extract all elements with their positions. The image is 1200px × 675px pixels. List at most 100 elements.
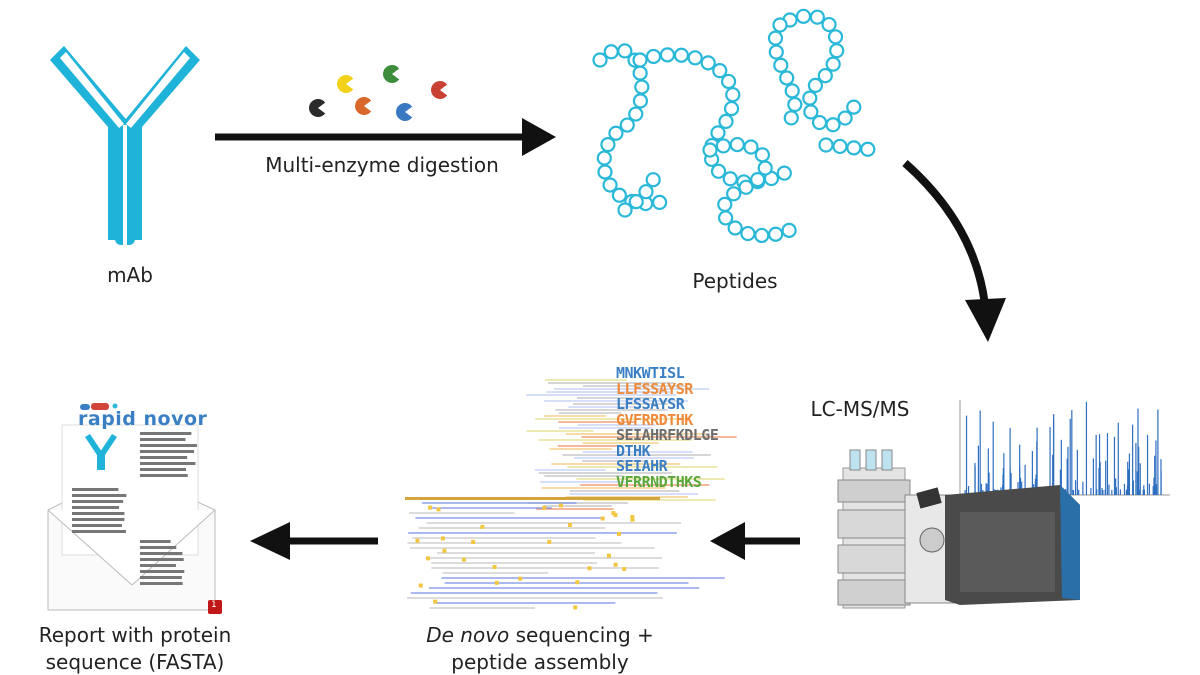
- report-line1: Report with protein: [38, 623, 232, 647]
- enzyme-icon: [383, 65, 400, 83]
- peptide-residue: [720, 73, 737, 90]
- rapid-novor-logo: [80, 403, 118, 410]
- peptide-residue: [628, 194, 644, 210]
- peptide-residue: [829, 43, 845, 59]
- peptide-residue: [837, 110, 853, 126]
- peptide-residue: [825, 56, 841, 72]
- arrow-to-report: [250, 522, 378, 560]
- arrow-to-lcms: [902, 160, 1006, 342]
- peptide-residue: [803, 104, 819, 120]
- peptide-residue: [632, 93, 649, 109]
- peptide-chains: [592, 8, 876, 244]
- peptide-residue: [645, 48, 662, 65]
- peptide-residue: [757, 160, 773, 176]
- peptide-residue: [827, 29, 844, 45]
- peptide-residue: [795, 8, 812, 24]
- peptide-residue: [617, 43, 633, 59]
- report-envelope-icon: [47, 424, 222, 614]
- peptide-residue: [722, 171, 738, 187]
- peptide-sequence: LLFSSAYSR: [616, 379, 693, 398]
- peptide-residue: [846, 140, 862, 156]
- peptide-residue: [817, 68, 833, 84]
- peptide-residue: [740, 225, 756, 242]
- peptide-residue: [659, 47, 676, 63]
- peptide-sequence: SEIAHRFKDLGE: [616, 426, 719, 444]
- peptide-sequence: LFSSAYSR: [616, 395, 685, 413]
- peptide-residue: [802, 90, 818, 106]
- peptide-residue: [645, 172, 661, 188]
- peptide-residue: [846, 99, 862, 115]
- peptide-sequence: MNKWTISL: [616, 364, 685, 382]
- peptide-residue: [723, 100, 740, 117]
- denovo-line2: peptide assembly: [451, 650, 629, 674]
- arrow-to-denovo: [710, 522, 800, 560]
- peptide-residue: [787, 96, 803, 113]
- label-lcms: LC-MS/MS: [810, 397, 910, 421]
- peptide-residue: [767, 30, 784, 46]
- peptide-residue: [825, 117, 841, 133]
- peptide-sequence: VFRRNDTHKS: [616, 472, 702, 491]
- peptide-sequence: SEIAHR: [616, 457, 668, 475]
- peptide-residue: [651, 194, 668, 211]
- peptide-residue: [738, 179, 754, 195]
- peptide-residue: [603, 44, 619, 60]
- peptide-residue: [729, 136, 745, 153]
- denovo-italic: De novo: [426, 623, 510, 647]
- peptide-residue: [597, 164, 613, 180]
- peptide-residue: [712, 63, 728, 79]
- peptide-residue: [784, 83, 800, 99]
- peptide-residue: [617, 202, 633, 218]
- peptide-residue: [638, 184, 654, 200]
- peptide-residue: [860, 141, 876, 157]
- peptide-sequence: DTHK: [616, 441, 651, 460]
- peptide-residue: [600, 136, 616, 153]
- enzyme-icon: [309, 99, 326, 117]
- label-mab: mAb: [107, 263, 153, 287]
- peptide-residue: [781, 222, 797, 238]
- report-line2: sequence (FASTA): [45, 650, 225, 674]
- peptide-residue: [725, 87, 741, 103]
- peptide-residue: [783, 110, 799, 126]
- peptide-residue: [768, 44, 784, 60]
- peptide-residue: [718, 113, 734, 129]
- label-report: Report with protein sequence (FASTA): [10, 622, 260, 675]
- peptide-residue: [754, 147, 770, 163]
- peptide-residue: [619, 117, 635, 133]
- peptide-residue: [754, 227, 770, 244]
- peptide-residue: [776, 165, 792, 181]
- peptide-residue: [632, 65, 648, 81]
- peptide-residue: [727, 220, 743, 236]
- enzyme-icon: [396, 103, 413, 121]
- peptide-residue: [602, 177, 618, 193]
- peptide-residue: [592, 52, 608, 68]
- label-denovo: De novo sequencing + peptide assembly: [390, 622, 690, 675]
- peptide-residue: [807, 77, 823, 94]
- peptide-residue: [611, 187, 627, 203]
- peptide-sequence: GVFRRDTHK: [616, 410, 693, 429]
- enzymes-group: [309, 65, 448, 121]
- peptide-residue: [608, 125, 624, 141]
- enzyme-icon: [355, 97, 372, 115]
- peptide-residue: [710, 125, 726, 141]
- enzyme-icon: [431, 81, 448, 99]
- peptide-residue: [832, 138, 848, 155]
- enzyme-icon: [337, 75, 354, 94]
- peptide-residue: [818, 137, 834, 153]
- denovo-rest: sequencing +: [509, 623, 654, 647]
- label-digestion: Multi-enzyme digestion: [265, 153, 499, 177]
- arrow-digestion: [215, 118, 556, 156]
- peptide-residue: [715, 138, 731, 154]
- peptide-residue: [673, 47, 690, 63]
- peptide-residue: [710, 163, 727, 179]
- sequence-alignment-image: [405, 379, 737, 610]
- peptide-residue: [634, 79, 650, 95]
- lcms-instrument-icon: [837, 449, 1080, 609]
- peptide-residue: [750, 171, 766, 188]
- peptide-residue: [632, 52, 648, 68]
- peptide-residue: [700, 55, 716, 71]
- logo-text: rapid novor: [78, 408, 208, 430]
- peptide-residue: [628, 106, 644, 122]
- ms-spectrum-image: [959, 400, 1170, 496]
